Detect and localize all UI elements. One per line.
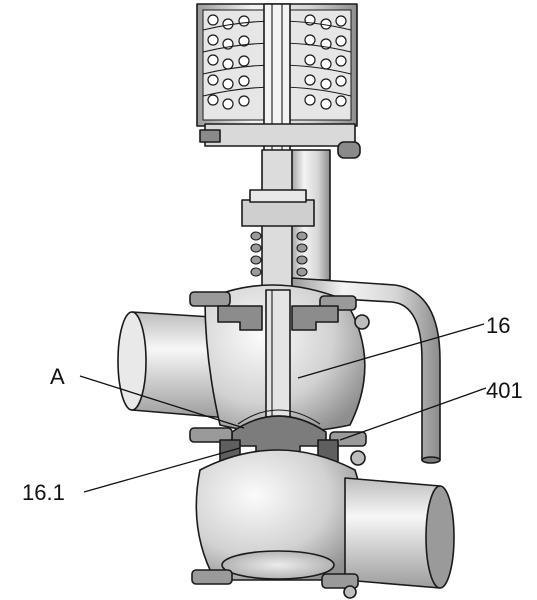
lower-housing [195, 449, 364, 581]
callout-16: 16 [486, 313, 510, 338]
callout-A: A [50, 364, 65, 389]
lower-pipe [344, 477, 455, 589]
callout-401: 401 [486, 378, 523, 403]
lantern-housing [241, 149, 331, 301]
stem-spring [250, 231, 308, 277]
valve-stem [231, 289, 327, 469]
leader-16.1 [83, 447, 241, 493]
leader-16 [297, 323, 485, 379]
leader-lines [79, 323, 487, 493]
actuator [196, 3, 361, 159]
upper-pipe [117, 311, 229, 419]
bottom-clamp [191, 569, 359, 599]
leader-401 [339, 387, 487, 441]
actuator-springs [207, 14, 347, 110]
leader-A [79, 375, 245, 429]
callout-16.1: 16.1 [22, 480, 65, 505]
